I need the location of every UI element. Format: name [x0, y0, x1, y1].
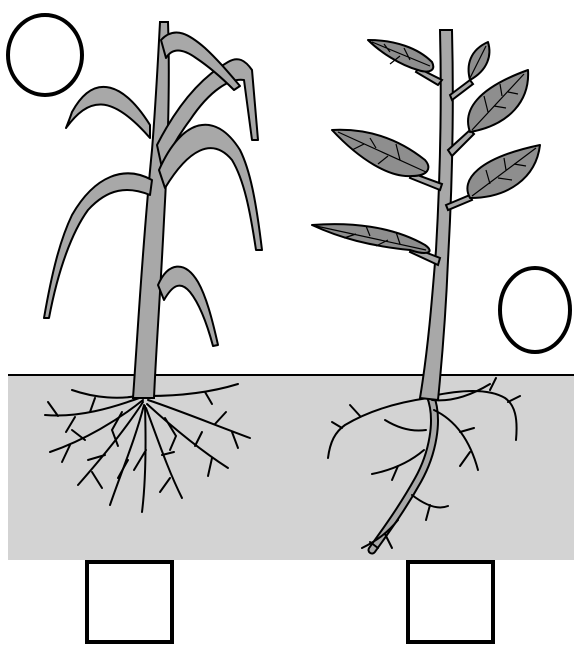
- answer-box-right[interactable]: [408, 562, 493, 642]
- leaf-4: [332, 130, 428, 176]
- monocot-stem: [133, 22, 169, 398]
- dicot-stem: [420, 30, 453, 400]
- answer-circle-left[interactable]: [8, 15, 82, 95]
- dicot-leaves: [312, 40, 540, 253]
- answer-circle-right[interactable]: [500, 268, 570, 352]
- answer-box-left[interactable]: [87, 562, 172, 642]
